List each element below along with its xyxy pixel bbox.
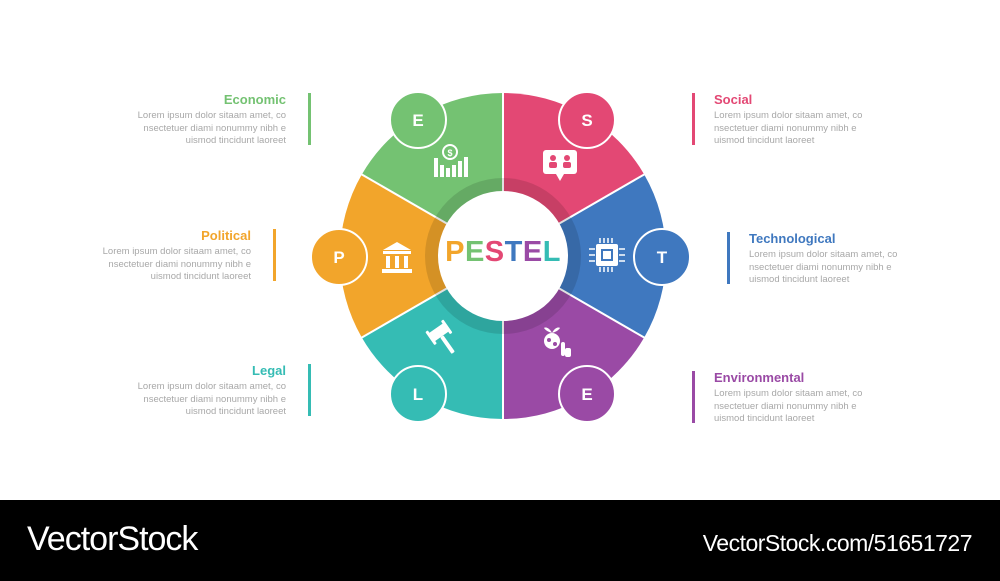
gavel-icon [425, 319, 455, 354]
economic-line-3: uismod tincidunt laoreet [185, 135, 286, 146]
political-line-3: uismod tincidunt laoreet [150, 271, 251, 282]
segment-technological [503, 174, 667, 338]
pestel-title: PESTEL [438, 236, 568, 269]
people-chat-icon [543, 150, 577, 181]
badge-letter-legal: L [413, 385, 423, 404]
environmental-line-2: nsectetuer diami nonummy nibh e [714, 400, 857, 412]
image-reference: VectorStock.com/51651727 [702, 530, 973, 556]
segment-political [339, 174, 503, 338]
pestel-infographic: E S P T L E $ [61, 91, 939, 426]
environmental-line-1: Lorem ipsum dolor sitaam amet, co [714, 388, 863, 399]
badge-letter-environmental: E [581, 385, 592, 404]
legal-body: Lorem ipsum dolor sitaam amet, co nsecte… [96, 381, 286, 419]
watermark-footer: VectorStock VectorStock.com/51651727 [0, 500, 1000, 581]
social-line-2: nsectetuer diami nonummy nibh e [714, 122, 857, 134]
badge-letter-political: P [333, 248, 344, 267]
center-circle [438, 191, 568, 321]
title-letter-l: L [542, 236, 561, 268]
badge-social [558, 91, 616, 149]
government-building-icon [382, 242, 412, 273]
social-accent-bar [692, 93, 695, 145]
economic-line-1: Lorem ipsum dolor sitaam amet, co [137, 110, 286, 121]
title-letter-e: E [464, 236, 485, 268]
economic-title: Economic [223, 92, 286, 107]
globe-plant-hand-icon [544, 327, 571, 357]
technological-accent-bar [727, 232, 730, 284]
political-line-1: Lorem ipsum dolor sitaam amet, co [102, 246, 251, 257]
vectorstock-logo: VectorStock [27, 520, 198, 558]
chip-icon [589, 238, 625, 272]
political-title: Political [201, 228, 251, 243]
social-title: Social [714, 92, 753, 107]
svg-text:$: $ [447, 148, 452, 158]
description-economic: Economic Lorem ipsum dolor sitaam amet, … [96, 92, 286, 148]
badge-technological [633, 228, 691, 286]
dollar-chart-icon: $ [434, 144, 468, 177]
title-letter-s: S [484, 236, 505, 268]
description-legal: Legal Lorem ipsum dolor sitaam amet, co … [96, 363, 286, 419]
environmental-accent-bar [692, 371, 695, 423]
environmental-line-3: uismod tincidunt laoreet [714, 413, 815, 424]
political-line-2: nsectetuer diami nonummy nibh e [108, 258, 251, 270]
badge-letter-technological: T [657, 248, 668, 267]
environmental-title: Environmental [714, 370, 805, 385]
badge-letter-economic: E [412, 111, 423, 130]
pestel-wheel: E S P T L E $ [310, 91, 691, 423]
technological-body: Lorem ipsum dolor sitaam amet, co nsecte… [749, 249, 939, 287]
title-letter-p: P [445, 236, 465, 268]
technological-line-1: Lorem ipsum dolor sitaam amet, co [749, 249, 898, 260]
badge-legal [389, 365, 447, 423]
economic-line-2: nsectetuer diami nonummy nibh e [143, 122, 286, 134]
badge-political [310, 228, 368, 286]
technological-line-3: uismod tincidunt laoreet [749, 274, 850, 285]
social-line-3: uismod tincidunt laoreet [714, 135, 815, 146]
technological-title: Technological [749, 231, 836, 246]
badge-letter-social: S [581, 111, 592, 130]
economic-body: Lorem ipsum dolor sitaam amet, co nsecte… [96, 110, 286, 148]
badge-environmental [558, 365, 616, 423]
legal-line-3: uismod tincidunt laoreet [185, 406, 286, 417]
description-technological: Technological Lorem ipsum dolor sitaam a… [749, 231, 939, 287]
political-accent-bar [273, 229, 276, 281]
description-political: Political Lorem ipsum dolor sitaam amet,… [61, 228, 251, 284]
title-letter-e2: E [522, 236, 543, 268]
legal-accent-bar [308, 364, 311, 416]
social-line-1: Lorem ipsum dolor sitaam amet, co [714, 110, 863, 121]
legal-line-2: nsectetuer diami nonummy nibh e [143, 393, 286, 405]
title-letter-t: T [504, 236, 523, 268]
environmental-body: Lorem ipsum dolor sitaam amet, co nsecte… [714, 388, 904, 426]
legal-line-1: Lorem ipsum dolor sitaam amet, co [137, 381, 286, 392]
legal-title: Legal [252, 363, 286, 378]
badge-economic [389, 91, 447, 149]
description-social: Social Lorem ipsum dolor sitaam amet, co… [714, 92, 904, 148]
technological-line-2: nsectetuer diami nonummy nibh e [749, 261, 892, 273]
economic-accent-bar [308, 93, 311, 145]
political-body: Lorem ipsum dolor sitaam amet, co nsecte… [61, 246, 251, 284]
social-body: Lorem ipsum dolor sitaam amet, co nsecte… [714, 110, 904, 148]
description-environmental: Environmental Lorem ipsum dolor sitaam a… [714, 370, 904, 426]
